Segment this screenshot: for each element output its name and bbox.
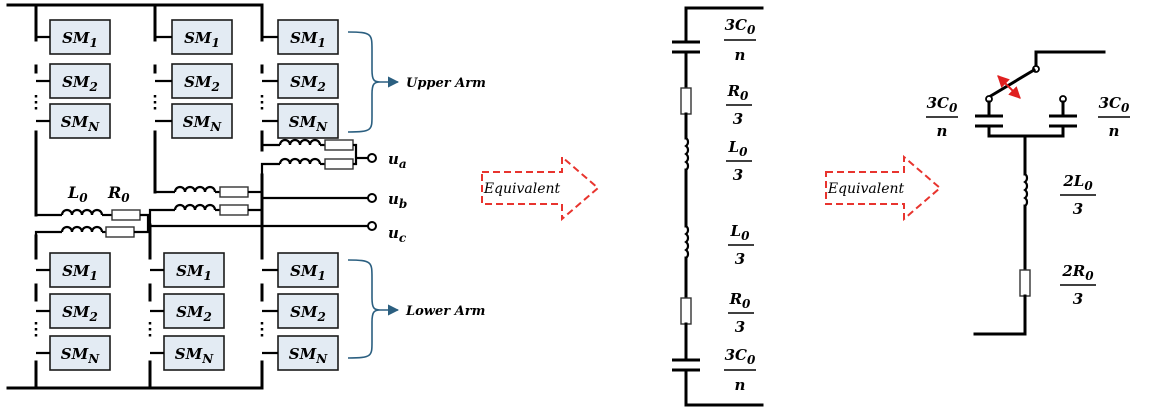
- smN-label: SMN: [61, 345, 100, 366]
- mid-res-num-top: R0: [727, 82, 749, 103]
- mid-cap-num-top: 3C0: [725, 16, 756, 37]
- smN-label: SMN: [289, 113, 328, 134]
- arm-branches: [34, 138, 358, 238]
- mid-ind-num-bottom: L0: [730, 222, 751, 243]
- output-ua-label: ua: [388, 150, 407, 171]
- sm2-label: SM2: [176, 303, 212, 324]
- upper-arm-brace: [347, 31, 381, 133]
- inductor-right: [1023, 173, 1029, 207]
- submodule-block-lower-1: [36, 252, 111, 371]
- mid-res-num-bottom: R0: [729, 290, 751, 311]
- sm2-label: SM2: [290, 303, 326, 324]
- upper-arm-label: Upper Arm: [406, 76, 486, 91]
- sm1-label: SM1: [290, 262, 326, 283]
- submodule-block-lower-3: [262, 252, 339, 371]
- mid-cap-den-top: n: [735, 46, 746, 64]
- submodule-block-upper-2: [155, 19, 233, 139]
- equivalent-text-2: Equivalent: [827, 181, 905, 197]
- mmc-circuit: SM1 SM2 SMN SM1 SM2 SMN SM1 SM2 SMN SM1 …: [6, 3, 486, 390]
- sm1-label: SM1: [290, 29, 326, 50]
- sm2-label: SM2: [290, 73, 326, 94]
- resistor-bottom: [680, 297, 692, 325]
- arm-resistor-label: R0: [107, 183, 130, 205]
- mid-ind-num-top: L0: [728, 138, 749, 159]
- right-cap-den-right: n: [1109, 122, 1120, 140]
- switch-toggle-arrow: [997, 75, 1021, 99]
- mid-res-den-bottom: 3: [735, 318, 745, 336]
- sm2-label: SM2: [62, 73, 98, 94]
- smN-label: SMN: [61, 113, 100, 134]
- mid-ind-den-top: 3: [733, 166, 743, 184]
- smN-label: SMN: [183, 113, 222, 134]
- right-res-num: 2R0: [1061, 262, 1094, 283]
- resistor-right: [1019, 269, 1031, 297]
- submodule-block-upper-1: [36, 19, 111, 139]
- sm1-label: SM1: [184, 29, 220, 50]
- smN-label: SMN: [289, 345, 328, 366]
- mid-ind-den-bottom: 3: [735, 250, 745, 268]
- mid-cap-den-bottom: n: [735, 376, 746, 394]
- sm2-label: SM2: [62, 303, 98, 324]
- right-ind-den: 3: [1073, 200, 1083, 218]
- equivalent-arrow-2: Equivalent: [825, 154, 942, 222]
- output-terminals: ua ub uc: [148, 150, 407, 245]
- right-res-den: 3: [1073, 290, 1083, 308]
- switched-equivalent-circuit: 3C0 n 3C0 n 2L0 3 2R0 3: [926, 50, 1130, 336]
- submodule-block-lower-2: [150, 252, 225, 371]
- right-cap-num-right: 3C0: [1099, 94, 1130, 115]
- right-cap-num-left: 3C0: [927, 94, 958, 115]
- equivalent-arrow-1: Equivalent: [481, 154, 600, 222]
- sm1-label: SM1: [62, 29, 98, 50]
- right-cap-den-left: n: [937, 122, 948, 140]
- output-ub-label: ub: [388, 190, 407, 211]
- arm-inductor-label: L0: [67, 183, 88, 205]
- lower-arm-brace: [347, 259, 381, 359]
- lower-arm-label: Lower Arm: [405, 304, 485, 319]
- mid-res-den-top: 3: [733, 110, 743, 128]
- smN-label: SMN: [175, 345, 214, 366]
- equivalent-text-1: Equivalent: [483, 181, 561, 197]
- inductor-bottom: [684, 225, 690, 259]
- submodule-block-upper-3: [262, 19, 339, 139]
- mid-cap-num-bottom: 3C0: [725, 346, 756, 367]
- series-equivalent-circuit: 3C0 n R0 3 L0 3 L0 3 R0 3 3C0 n: [672, 6, 764, 407]
- inductor-top: [684, 137, 690, 171]
- sm2-label: SM2: [184, 73, 220, 94]
- resistor-top: [680, 87, 692, 115]
- switch-blade: [986, 67, 1037, 100]
- sm1-label: SM1: [176, 262, 212, 283]
- submodule-labels: SM1 SM2 SMN SM1 SM2 SMN SM1 SM2 SMN SM1 …: [61, 29, 328, 366]
- right-ind-num: 2L0: [1062, 172, 1093, 193]
- output-uc-label: uc: [388, 224, 407, 245]
- sm1-label: SM1: [62, 262, 98, 283]
